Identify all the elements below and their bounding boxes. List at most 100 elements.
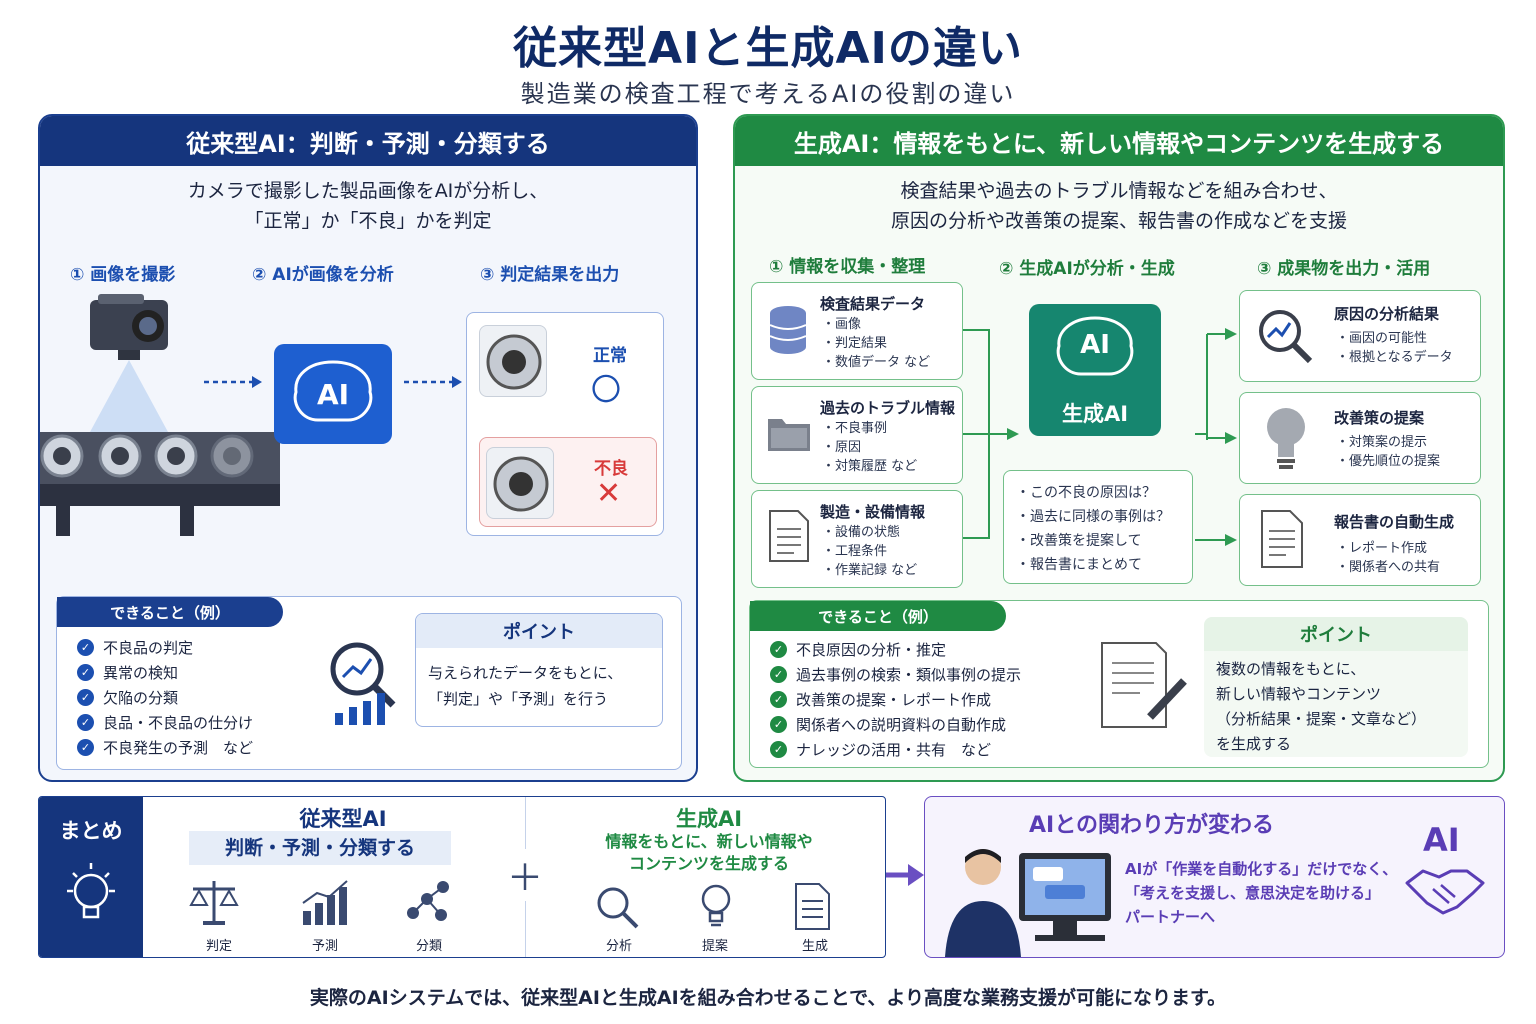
output-title: 改善策の提案 [1334, 409, 1425, 427]
camera-icon [90, 294, 168, 360]
document-icon [1261, 510, 1303, 568]
prompt-line: ・改善策を提案して [1016, 533, 1142, 549]
traditional-ai-header: 従来型AI：判断・予測・分類する [40, 116, 696, 166]
summary-gen-title: 生成AI [675, 807, 743, 831]
gen-step-3: ③ 成果物を出力・活用 [1257, 259, 1431, 279]
arrow-right-icon [404, 376, 462, 388]
output-items: ・画因の可能性 ・根拠となるデータ [1336, 331, 1453, 365]
ok-mark-icon: 〇 [591, 373, 621, 408]
gen-point-line: 新しい情報やコンテンツ [1216, 685, 1382, 703]
brain-icon [1056, 316, 1134, 376]
check-icon: ✓ [770, 691, 787, 708]
lightbulb-icon [1267, 408, 1305, 469]
gen-point-text: 複数の情報をもとに、 新しい情報やコンテンツ （分析結果・提案・文章など） を生… [1204, 651, 1468, 757]
summary-icon-label: 予測 [311, 939, 338, 954]
check-icon: ✓ [77, 689, 94, 706]
trad-point-title: ポイント [416, 614, 662, 648]
check-icon: ✓ [77, 714, 94, 731]
output-title: 原因の分析結果 [1334, 305, 1440, 323]
trad-step-1: ① 画像を撮影 [70, 265, 176, 285]
summary-trad-title: 従来型AI [299, 807, 387, 831]
result-ng-label: 不良 [594, 459, 628, 479]
check-icon: ✓ [77, 739, 94, 756]
trad-point-box: ポイント 与えられたデータをもとに、 「判定」や「予測」を行う [415, 613, 663, 727]
list-item: ✓不良発生の予測 など [77, 735, 253, 760]
output-card: 改善策の提案 ・対策案の提示 ・優先順位の提案 [1239, 392, 1481, 484]
generative-lead-line1: 検査結果や過去のトラブル情報などを組み合わせ、 [900, 180, 1338, 202]
check-icon: ✓ [770, 741, 787, 758]
input-card: 製造・設備情報 ・設備の状態 ・工程条件 ・作業記録 など [751, 490, 963, 588]
ng-mark-icon: ✕ [596, 476, 622, 511]
gen-can-do-box: できること（例） ✓不良原因の分析・推定 ✓過去事例の検索・類似事例の提示 ✓改… [749, 600, 1489, 768]
result-ng-area: 不良 ✕ [479, 437, 657, 527]
folder-icon [768, 419, 810, 451]
gen-can-do-list: ✓不良原因の分析・推定 ✓過去事例の検索・類似事例の提示 ✓改善策の提案・レポー… [770, 637, 1021, 762]
list-item: ✓ナレッジの活用・共有 など [770, 737, 1021, 762]
bearing-image-ng [486, 447, 554, 519]
prompt-line: ・この不良の原因は？ [1016, 485, 1156, 501]
trad-can-do-list: ✓不良品の判定 ✓異常の検知 ✓欠陥の分類 ✓良品・不良品の仕分け ✓不良発生の… [77, 635, 253, 760]
check-icon: ✓ [77, 664, 94, 681]
input-title: 過去のトラブル情報 [820, 399, 956, 417]
flow-connectors [963, 328, 1237, 546]
lightbulb-icon [67, 863, 115, 919]
ai-analysis-box: AI [274, 344, 392, 444]
network-icon [407, 881, 449, 921]
summary-gen-sub: 情報をもとに、新しい情報や コンテンツを生成する [559, 831, 859, 875]
gen-can-do-title: できること（例） [750, 601, 1006, 631]
summary-icon-label: 判定 [205, 939, 232, 954]
list-item: ✓関係者への説明資料の自動作成 [770, 712, 1021, 737]
gen-step-1: ① 情報を収集・整理 [769, 257, 926, 277]
bearing-icon [493, 456, 549, 512]
input-title: 検査結果データ [820, 295, 926, 313]
gen-point-box: ポイント 複数の情報をもとに、 新しい情報やコンテンツ （分析結果・提案・文章な… [1204, 617, 1468, 757]
camera-conveyor-illustration [40, 294, 280, 536]
plus-icon: ＋ [505, 849, 545, 901]
gen-point-line: 複数の情報をもとに、 [1216, 660, 1366, 678]
document-icon [769, 510, 809, 562]
gen-step-2: ② 生成AIが分析・生成 [999, 259, 1175, 279]
result-container: 正常 〇 不良 ✕ [466, 312, 664, 536]
summary-box: まとめ 従来型AI 判断・予測・分類する 判定 予測 分類 ＋ 生成AI 情報を… [38, 796, 886, 958]
generative-lead: 検査結果や過去のトラブル情報などを組み合わせ、 原因の分析や改善策の提案、報告書… [735, 176, 1503, 236]
change-line3: パートナーへ [1125, 908, 1216, 926]
bearing-icon [486, 334, 542, 390]
summary-icon-label: 提案 [701, 939, 728, 954]
gen-ai-top-label: AI [1080, 330, 1110, 360]
trad-step-3: ③ 判定結果を出力 [480, 265, 620, 285]
trad-point-line2: 「判定」や「予測」を行う [428, 690, 609, 708]
output-items: ・レポート作成 ・関係者への共有 [1336, 541, 1441, 575]
gen-point-line: （分析結果・提案・文章など） [1216, 710, 1427, 728]
output-card: 原因の分析結果 ・画因の可能性 ・根拠となるデータ [1239, 290, 1481, 382]
gen-point-title: ポイント [1204, 617, 1468, 651]
footer-note: 実際のAIシステムでは、従来型AIと生成AIを組み合わせることで、より高度な業務… [309, 987, 1227, 1009]
trad-point-text: 与えられたデータをもとに、 「判定」や「予測」を行う [416, 648, 662, 724]
change-line1: AIが「作業を自動化する」だけでなく、 [1125, 860, 1398, 878]
output-card: 報告書の自動生成 ・レポート作成 ・関係者への共有 [1239, 494, 1481, 586]
magnifier-icon [597, 887, 639, 929]
result-ok-label: 正常 [593, 346, 627, 366]
input-items: ・不良事例 ・原因 ・対策履歴 など [822, 421, 918, 474]
trad-can-do-box: できること（例） ✓不良品の判定 ✓異常の検知 ✓欠陥の分類 ✓良品・不良品の仕… [56, 596, 682, 770]
change-text: AIが「作業を自動化する」だけでなく、 「考えを支援し、意思決定を助ける」 パー… [1125, 857, 1397, 929]
bearing-image-ok [479, 325, 547, 397]
prompt-line: ・報告書にまとめて [1016, 557, 1142, 573]
summary-icon-label: 分析 [605, 939, 632, 954]
trad-step-2: ② AIが画像を分析 [252, 265, 394, 285]
trad-can-do-title: できること（例） [57, 597, 283, 627]
scales-icon [189, 881, 239, 925]
page-title: 従来型AIと生成AIの違い [513, 23, 1023, 74]
check-icon: ✓ [77, 639, 94, 656]
generative-lead-line2: 原因の分析や改善策の提案、報告書の作成などを支援 [890, 210, 1347, 232]
arrow-right-icon [204, 376, 262, 388]
input-card: 検査結果データ ・画像 ・判定結果 ・数値データ など [751, 282, 963, 380]
list-item: ✓良品・不良品の仕分け [77, 710, 253, 735]
generative-ai-header: 生成AI：情報をもとに、新しい情報やコンテンツを生成する [735, 116, 1503, 166]
input-title: 製造・設備情報 [820, 503, 926, 521]
check-icon: ✓ [770, 716, 787, 733]
gen-ai-label: 生成AI [1061, 402, 1129, 426]
magnifier-chart-icon [330, 642, 396, 725]
traditional-lead-line2: 「正常」か「不良」かを判定 [244, 210, 492, 232]
person-at-computer-illustration [945, 849, 1111, 957]
magnifier-chart-icon [1259, 310, 1313, 364]
